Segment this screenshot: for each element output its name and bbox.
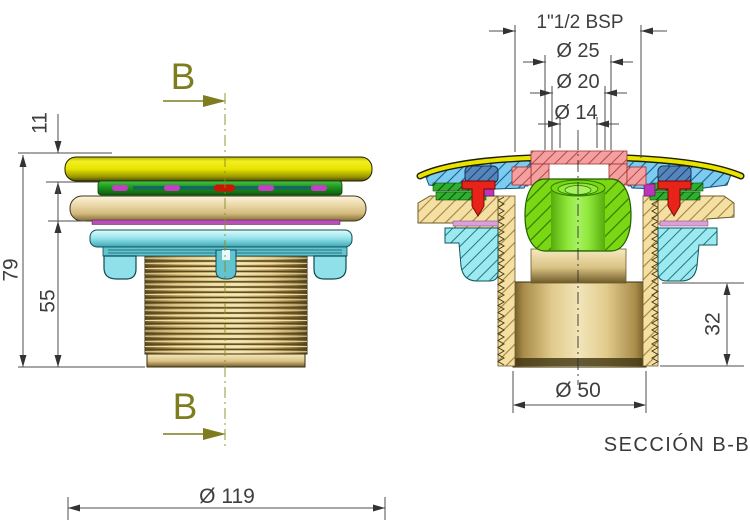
gasket-dot [164,185,180,191]
clamp-hook-right [313,255,347,280]
ball-bore [551,188,605,250]
gasket-dot [258,185,274,191]
screw-head-left [464,165,499,184]
seal-layer [97,180,343,196]
flange-disc [69,195,367,222]
dim-d14: Ø 14 [554,102,597,124]
clamp-hook-left [103,255,137,280]
dim-cap-height: 11 [28,112,51,134]
gasket-dot [311,185,327,191]
dim-d50: Ø 50 [555,379,601,402]
dim-d25: Ø 25 [556,40,599,62]
screw-right [657,180,692,217]
thread-zigzag-right [651,196,659,366]
screw-head-right [657,165,692,184]
dim-thread-length: 55 [36,289,59,312]
outlet-cylinder-shadow [513,358,646,366]
clamp-flange-right [657,227,718,282]
dim-d20: Ø 20 [556,71,599,93]
section-letter-bottom: B [173,386,198,427]
threaded-wall-left [497,195,516,367]
washer-right [659,220,709,227]
screw-left [461,180,496,217]
clamp-ring [89,229,353,280]
cap-disc [64,156,373,182]
section-marker-bottom: B [163,386,226,440]
washer-strip [91,219,341,225]
section-arrow-top [203,95,226,107]
section-view [416,138,745,385]
section-view-dimensions: 1"1/2 BSP Ø 25 Ø 20 Ø 14 32 Ø 50 [489,12,744,413]
section-letter-top: B [171,56,196,97]
gasket-dot [112,185,128,191]
left-view-elevation [64,93,373,447]
section-caption: SECCIÓN B-B [604,433,750,456]
clamp-tab-slot [222,250,230,260]
outlet-cylinder [512,281,647,368]
section-arrow-bottom [203,428,226,440]
dim-lower-height: 32 [701,312,724,335]
dim-outer-diameter: Ø 119 [199,485,255,508]
barrel-base-band [146,353,306,368]
inner-sleeve [530,248,627,284]
thread-zigzag-left [497,196,505,366]
clamp-tab-center [215,249,237,280]
left-view-dimensions: 79 11 55 Ø 119 [0,112,386,520]
section-marker-top: B [163,56,226,107]
gasket-right [643,183,656,197]
dim-thread-spec: 1"1/2 BSP [536,12,623,33]
threaded-wall-right [642,195,659,367]
clamp-flange-left [444,227,499,282]
washer-left [452,220,499,227]
dim-total-height: 79 [0,258,22,281]
